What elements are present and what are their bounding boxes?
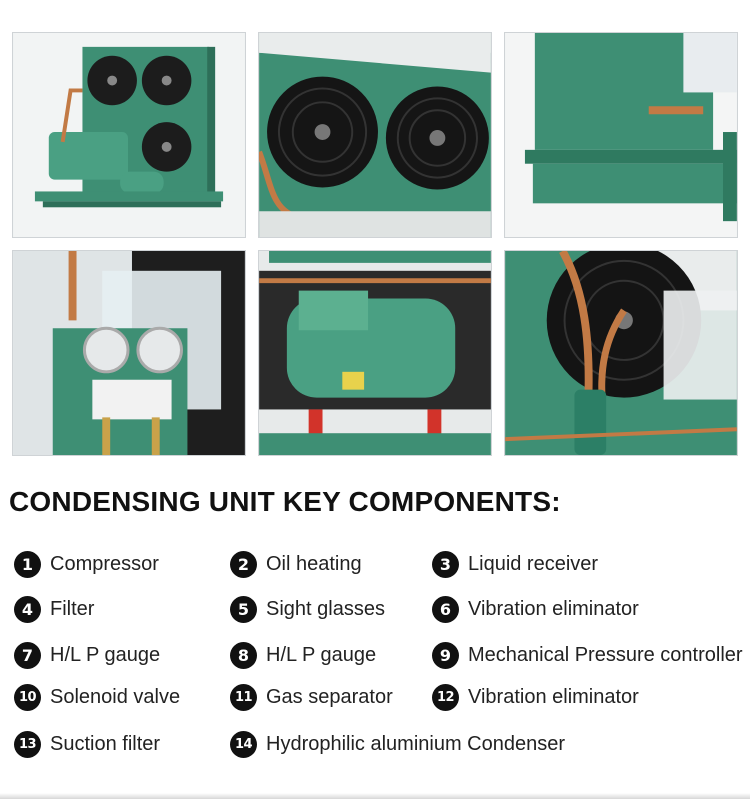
photo-condenser-fans [258,32,492,238]
number-badge: 3 [432,550,459,578]
number-badge: 9 [432,641,459,669]
number-badge: 11 [230,683,257,711]
fan-icon [87,55,192,172]
photo-pressure-controller [12,250,246,456]
legend-label: H/L P gauge [266,643,377,666]
number-badge: 12 [432,683,459,711]
photo-full-unit [12,32,246,238]
legend-item: 6 Vibration eliminator [432,594,639,624]
legend-item: 13 Suction filter [14,729,160,759]
photo-cabinet-base [504,32,738,238]
fan-icon [267,76,489,190]
number-badge: 13 [14,730,41,758]
legend-label: Suction filter [50,732,161,755]
bottom-divider [0,793,750,799]
number-badge: 7 [14,641,41,669]
number-badge: 1 [14,550,41,578]
legend-item: 1 Compressor [14,549,159,579]
legend-item: 12 Vibration eliminator [432,682,639,712]
legend-item: 14 Hydrophilic aluminium Condenser [230,729,565,759]
number-badge: 2 [230,550,257,578]
number-badge: 14 [230,730,257,758]
legend-label: Filter [50,597,95,620]
legend-item: 10 Solenoid valve [14,682,180,712]
photo-receiver-fan [504,250,738,456]
photo-compressor [258,250,492,456]
legend-label: Mechanical Pressure controller [468,643,743,666]
legend-item: 3 Liquid receiver [432,549,598,579]
legend-label: H/L P gauge [50,643,161,666]
legend-label: Hydrophilic aluminium Condenser [266,732,566,755]
number-badge: 8 [230,641,257,669]
legend-label: Gas separator [266,685,393,708]
legend-label: Compressor [50,552,159,575]
number-badge: 6 [432,595,459,623]
legend-item: 11 Gas separator [230,682,393,712]
legend-item: 9 Mechanical Pressure controller [432,640,743,670]
number-badge: 10 [14,683,41,711]
legend-item: 2 Oil heating [230,549,362,579]
page-title: CONDENSING UNIT KEY COMPONENTS: [9,486,561,517]
legend-item: 4 Filter [14,594,94,624]
number-badge: 4 [14,595,41,623]
gauge-icon [82,326,183,374]
legend-label: Vibration eliminator [468,597,639,620]
number-badge: 5 [230,595,257,623]
legend-item: 8 H/L P gauge [230,640,376,670]
legend-label: Oil heating [266,552,362,575]
legend-label: Sight glasses [266,597,385,620]
legend-label: Liquid receiver [468,552,599,575]
legend-item: 5 Sight glasses [230,594,385,624]
legend-item: 7 H/L P gauge [14,640,160,670]
legend-label: Vibration eliminator [468,685,639,708]
legend-label: Solenoid valve [50,685,181,708]
